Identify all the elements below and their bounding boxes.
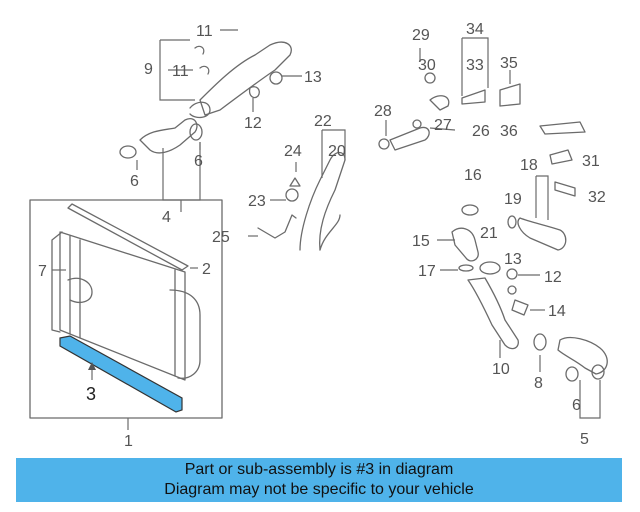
diagram-caption: Part or sub-assembly is #3 in diagram Di… — [16, 458, 622, 502]
callout-13b: 13 — [504, 251, 522, 268]
callout-20: 20 — [328, 143, 346, 160]
center-pipe-group — [248, 129, 346, 251]
callout-29: 29 — [412, 27, 430, 44]
callout-16: 16 — [464, 167, 482, 184]
callout-6c: 6 — [572, 397, 581, 414]
callout-1: 1 — [124, 433, 133, 450]
callout-6a: 6 — [130, 173, 139, 190]
callout-5: 5 — [580, 431, 589, 448]
callout-17: 17 — [418, 263, 436, 280]
callout-15: 15 — [412, 233, 430, 250]
callout-14: 14 — [548, 303, 566, 320]
callout-27: 27 — [434, 117, 452, 134]
callout-11b: 11 — [172, 63, 189, 80]
callout-23: 23 — [248, 193, 266, 210]
callout-2: 2 — [202, 261, 211, 278]
callout-30: 30 — [418, 57, 436, 74]
callout-6b: 6 — [194, 153, 203, 170]
callout-35: 35 — [500, 55, 518, 72]
callout-7: 7 — [38, 263, 47, 280]
callout-12a: 12 — [244, 115, 262, 132]
callout-3: 3 — [86, 384, 96, 404]
lower-right-group — [437, 175, 608, 419]
callout-32: 32 — [588, 189, 606, 206]
callout-18: 18 — [520, 157, 538, 174]
parts-diagram: 1 2 3 4 5 6 6 6 7 8 9 10 11 11 12 12 13 … — [29, 21, 608, 450]
caption-line-2: Diagram may not be specific to your vehi… — [164, 481, 474, 498]
callout-4: 4 — [162, 209, 171, 226]
callout-21: 21 — [480, 225, 498, 242]
callout-8: 8 — [534, 375, 543, 392]
upper-hose-group — [159, 29, 302, 119]
callout-34: 34 — [466, 21, 484, 38]
callout-33: 33 — [466, 57, 484, 74]
intercooler-assembly — [29, 199, 223, 419]
callout-12b: 12 — [544, 269, 562, 286]
callout-25: 25 — [212, 229, 230, 246]
callout-28: 28 — [374, 103, 392, 120]
callout-13a: 13 — [304, 69, 322, 86]
callout-19: 19 — [504, 191, 522, 208]
callout-9: 9 — [144, 61, 153, 78]
caption-line-1: Part or sub-assembly is #3 in diagram — [184, 461, 454, 478]
highlighted-part-3[interactable] — [59, 335, 183, 413]
callout-24: 24 — [284, 143, 302, 160]
callout-22: 22 — [314, 113, 332, 130]
callout-10: 10 — [492, 361, 510, 378]
callout-36: 36 — [500, 123, 518, 140]
callout-26: 26 — [472, 123, 490, 140]
middle-hose-group — [119, 118, 203, 212]
callout-11a: 11 — [196, 23, 213, 40]
upper-right-group — [378, 37, 586, 197]
callout-31: 31 — [582, 153, 600, 170]
